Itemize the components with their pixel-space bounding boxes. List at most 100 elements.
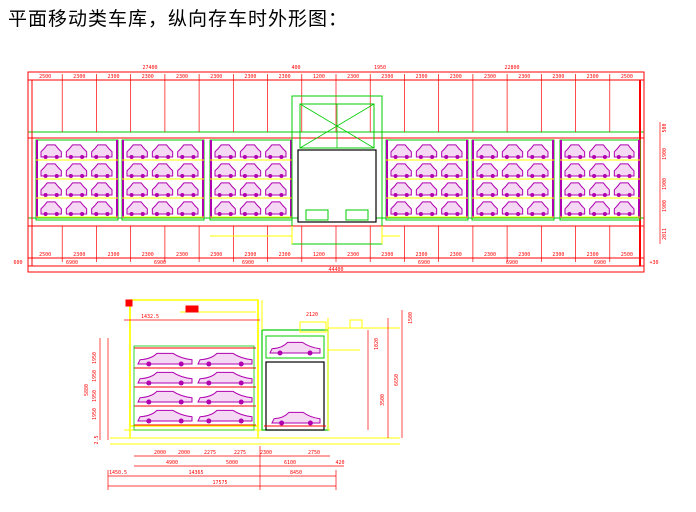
car-wheel	[254, 193, 259, 197]
car-wheel	[94, 193, 99, 197]
car-wheel	[105, 155, 110, 159]
car-wheel	[191, 174, 196, 178]
section-bottom-dim: 1450.5	[109, 470, 127, 476]
car-symbol	[564, 144, 586, 159]
car-symbol	[40, 201, 62, 216]
car-symbol	[265, 201, 287, 216]
module-dim-label: 6900	[154, 260, 166, 266]
car-wheel	[146, 361, 152, 367]
car-body	[265, 201, 287, 215]
car-wheel	[178, 361, 184, 367]
top-dim-label: 2300	[587, 74, 599, 80]
car-wheel	[105, 212, 110, 216]
car-wheel	[238, 361, 244, 367]
car-symbol	[564, 201, 586, 216]
car-wheel	[530, 155, 535, 159]
car-wheel	[430, 212, 435, 216]
car-wheel	[404, 193, 409, 197]
car-body	[564, 182, 586, 196]
top-dim-label: 2300	[347, 74, 359, 80]
section-bottom-dim: 420	[335, 460, 344, 466]
car-wheel	[254, 212, 259, 216]
car-symbol	[40, 182, 62, 197]
car-symbol	[214, 144, 236, 159]
car-body	[501, 163, 524, 177]
top-dim-label: 2300	[176, 74, 188, 80]
car-symbol	[197, 409, 253, 424]
car-symbol	[151, 163, 174, 178]
car-wheel	[54, 193, 59, 197]
bottom-dim-label: 2300	[108, 252, 120, 258]
car-wheel	[444, 212, 449, 216]
car-wheel	[430, 155, 435, 159]
car-wheel	[307, 420, 313, 426]
section-total-dim: 17575	[212, 480, 227, 486]
car-wheel	[530, 193, 535, 197]
bottom-dim-label: 2300	[279, 252, 291, 258]
right-dim-label: 1900	[662, 200, 668, 212]
car-symbol	[239, 182, 262, 197]
section-left-dim: 5880	[84, 384, 90, 396]
car-symbol	[65, 182, 88, 197]
car-body	[527, 201, 549, 215]
section-left-dim: 1950	[92, 352, 98, 364]
section-bottom-dim: 14365	[188, 470, 203, 476]
car-wheel	[530, 174, 535, 178]
bottom-dim-label: 2300	[484, 252, 496, 258]
top-dim-label: 2300	[279, 74, 291, 80]
car-body	[137, 409, 193, 422]
car-wheel	[627, 193, 632, 197]
car-symbol	[91, 144, 113, 159]
car-symbol	[527, 201, 549, 216]
car-symbol	[126, 144, 148, 159]
car-wheel	[393, 155, 398, 159]
car-body	[126, 182, 148, 196]
section-left-dim: 1950	[92, 370, 98, 382]
car-body	[151, 144, 174, 158]
total-dim-label: 44400	[328, 267, 343, 273]
car-symbol	[613, 144, 635, 159]
car-wheel	[516, 212, 521, 216]
car-symbol	[265, 163, 287, 178]
car-body	[527, 163, 549, 177]
car-body	[65, 182, 88, 196]
car-wheel	[43, 174, 48, 178]
car-wheel	[490, 174, 495, 178]
lift-top-car	[265, 335, 325, 359]
car-wheel	[455, 155, 460, 159]
car-wheel	[616, 212, 621, 216]
bottom-dim-label: 2300	[416, 252, 428, 258]
car-wheel	[166, 212, 171, 216]
car-wheel	[242, 155, 247, 159]
car-wheel	[80, 155, 85, 159]
car-wheel	[238, 418, 244, 424]
car-symbol	[137, 352, 193, 367]
car-symbol	[390, 144, 412, 159]
car-symbol	[271, 411, 321, 426]
car-wheel	[455, 174, 460, 178]
car-wheel	[393, 193, 398, 197]
car-wheel	[279, 212, 284, 216]
car-wheel	[430, 174, 435, 178]
car-wheel	[418, 193, 423, 197]
car-symbol	[65, 144, 88, 159]
car-wheel	[490, 193, 495, 197]
car-symbol	[564, 182, 586, 197]
car-symbol	[613, 163, 635, 178]
car-wheel	[68, 155, 73, 159]
car-symbol	[476, 163, 498, 178]
car-wheel	[444, 193, 449, 197]
car-wheel	[541, 212, 546, 216]
car-wheel	[279, 420, 285, 426]
car-wheel	[228, 155, 233, 159]
car-wheel	[592, 212, 597, 216]
car-symbol	[197, 352, 253, 367]
car-body	[91, 144, 113, 158]
car-symbol	[137, 371, 193, 386]
car-body	[269, 341, 321, 354]
section-left-dim: 1950	[92, 390, 98, 402]
section-bottom-dim: 8450	[290, 470, 302, 476]
car-wheel	[68, 212, 73, 216]
car-wheel	[578, 155, 583, 159]
car-body	[415, 201, 438, 215]
